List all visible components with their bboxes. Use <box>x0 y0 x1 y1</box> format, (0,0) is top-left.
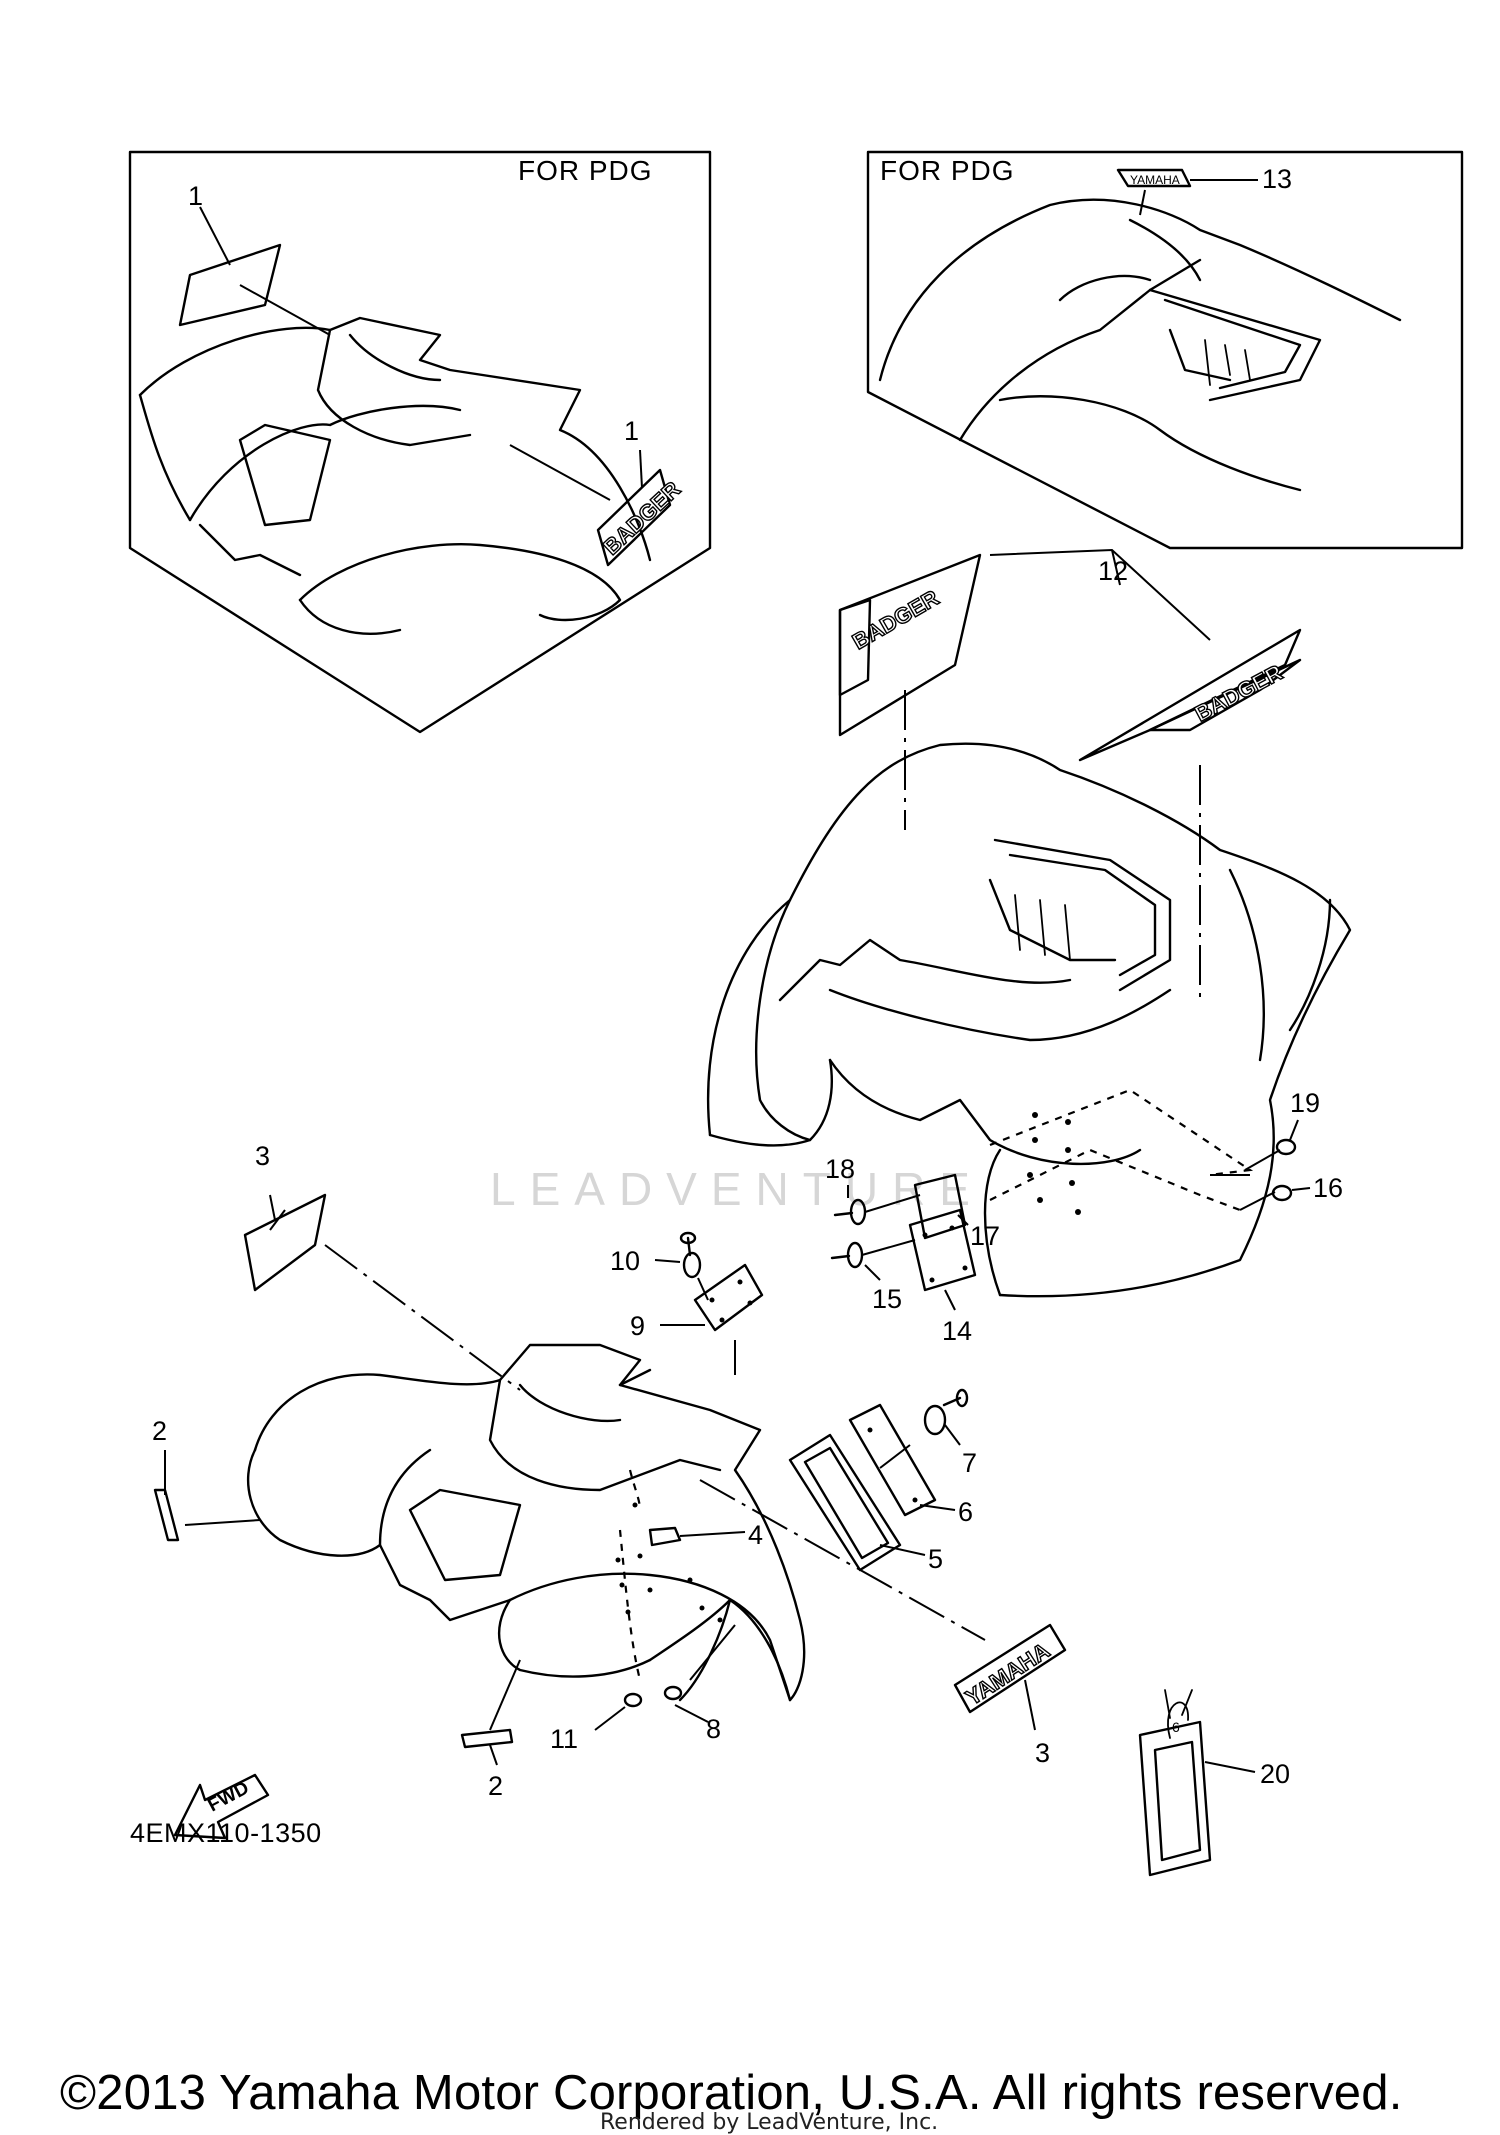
decal-13-yamaha-small: YAMAHA <box>1116 168 1192 188</box>
callout-17: 17 <box>970 1221 1000 1251</box>
watermark-text: LEADVENTURE <box>490 1163 984 1215</box>
decal-2-bottom <box>460 1728 514 1749</box>
decal-12-right: BADGER <box>1078 628 1302 762</box>
decal-3-yamaha: YAMAHA <box>953 1623 1067 1714</box>
callout-2-bottom: 2 <box>488 1771 503 1801</box>
callout-13: 13 <box>1262 164 1292 194</box>
callout-3-bottom: 3 <box>1035 1738 1050 1768</box>
svg-text:YAMAHA: YAMAHA <box>1130 173 1180 187</box>
callout-4: 4 <box>748 1520 763 1550</box>
clip-16 <box>1271 1184 1293 1202</box>
svg-text:YAMAHA: YAMAHA <box>961 1638 1054 1711</box>
callout-14: 14 <box>942 1316 972 1346</box>
callout-16: 16 <box>1313 1173 1343 1203</box>
inset-left-label: FOR PDG <box>518 155 653 186</box>
svg-text:BADGER: BADGER <box>1191 660 1287 727</box>
callout-2-left: 2 <box>152 1416 167 1446</box>
callout-10: 10 <box>610 1246 640 1276</box>
decal-12-left: BADGER <box>838 553 982 737</box>
svg-text:6: 6 <box>1172 1719 1180 1735</box>
frame-5 <box>788 1433 902 1572</box>
callout-8: 8 <box>706 1714 721 1744</box>
part-code: 4EMX110-1350 <box>130 1818 322 1848</box>
inset-left-front-fender: FOR PDG 1 BADGER 1 <box>128 150 712 734</box>
callout-5: 5 <box>928 1544 943 1574</box>
plate-6 <box>848 1403 937 1517</box>
inset-right-rear-fender: FOR PDG YAMAHA 13 <box>866 150 1464 550</box>
callout-1-right: 1 <box>624 416 639 446</box>
callout-19: 19 <box>1290 1088 1320 1118</box>
decal-4 <box>648 1526 682 1547</box>
callout-15: 15 <box>872 1284 902 1314</box>
decal-3-top <box>243 1193 327 1292</box>
callout-12: 12 <box>1098 556 1128 586</box>
callout-6: 6 <box>958 1497 973 1527</box>
rendered-by-credit: Rendered by LeadVenture, Inc. <box>600 2110 939 2135</box>
callout-18: 18 <box>825 1154 855 1184</box>
callout-1-top: 1 <box>188 181 203 211</box>
copyright-notice: ©2013 Yamaha Motor Corporation, U.S.A. A… <box>60 2066 1403 2120</box>
rivet-10 <box>679 1231 702 1279</box>
rivet-7 <box>923 1388 969 1436</box>
callout-11: 11 <box>550 1724 578 1754</box>
plate-14 <box>908 1208 977 1292</box>
decal-2-left <box>153 1488 180 1542</box>
callout-20: 20 <box>1260 1759 1290 1789</box>
rivet-15 <box>830 1241 864 1269</box>
clip-11 <box>623 1692 643 1708</box>
clip-19 <box>1275 1138 1297 1156</box>
tag-20: 6 <box>1138 1689 1212 1877</box>
callout-3-top: 3 <box>255 1141 270 1171</box>
front-fender-assembly: 4 <box>247 1343 806 1702</box>
svg-text:FWD: FWD <box>204 1778 252 1817</box>
inset-right-label: FOR PDG <box>880 155 1015 186</box>
svg-text:BADGER: BADGER <box>848 585 943 654</box>
clip-8 <box>663 1685 683 1701</box>
plate-9 <box>693 1263 764 1332</box>
callout-9: 9 <box>630 1311 645 1341</box>
callout-7: 7 <box>962 1448 977 1478</box>
decal-1-top <box>178 243 282 327</box>
